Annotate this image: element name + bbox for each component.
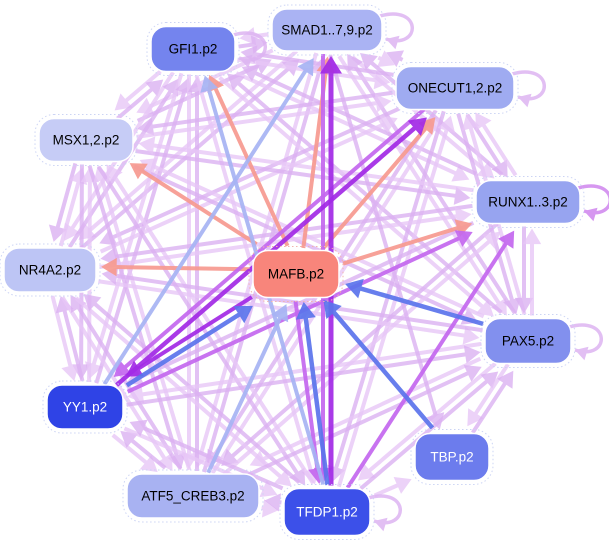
edge-nr4a2-atf5 [60, 296, 173, 472]
nodes-layer: SMAD1..7,9.p2GFI1.p2ONECUT1,2.p2MSX1,2.p… [0, 4, 585, 540]
node-GFI1.p2[interactable]: GFI1.p2 [146, 22, 240, 76]
node-RUNX1..3.p2[interactable]: RUNX1..3.p2 [471, 176, 585, 228]
node-box [271, 8, 383, 52]
node-MSX1,2.p2[interactable]: MSX1,2.p2 [34, 114, 138, 166]
node-ONECUT1,2.p2[interactable]: ONECUT1,2.p2 [391, 62, 519, 114]
node-PAX5.p2[interactable]: PAX5.p2 [480, 314, 576, 368]
node-outline [248, 246, 344, 302]
edge-gfi1-runx [235, 71, 470, 182]
edge-smad-tbp [328, 54, 445, 430]
self-loop-tfdp1 [367, 494, 402, 532]
node-outline [391, 62, 519, 114]
edge-yy1-mafb [125, 305, 253, 388]
edge-msx-nr4a2 [48, 162, 78, 242]
edge-pax5-gfi1 [227, 73, 503, 314]
edge-mafb-yy1 [125, 295, 253, 377]
edge-tfdp1-onecut [336, 115, 456, 488]
node-label: TFDP1.p2 [296, 505, 358, 520]
node-box [38, 117, 134, 163]
node-box [46, 384, 124, 430]
edge-yy1-pax5 [126, 345, 481, 407]
edge-mafb-tfdp1 [293, 300, 327, 485]
edge-atf5-runx [222, 231, 501, 476]
node-box [150, 25, 236, 73]
edge-pax5-atf5 [249, 356, 482, 468]
node-label: NR4A2.p2 [19, 263, 81, 278]
self-loop-onecut [511, 70, 546, 108]
edge-smad-onecut [376, 50, 395, 68]
edge-pax5-runx [522, 228, 542, 316]
node-TBP.p2[interactable]: TBP.p2 [410, 429, 494, 485]
node-YY1.p2[interactable]: YY1.p2 [42, 380, 128, 434]
node-outline [480, 314, 576, 368]
node-outline [34, 114, 138, 166]
edge-onecut-msx [137, 90, 393, 136]
edge-mafb-msx [129, 163, 258, 246]
node-label: RUNX1..3.p2 [488, 195, 568, 210]
node-ATF5_CREB3.p2[interactable]: ATF5_CREB3.p2 [122, 469, 264, 523]
self-loop-smad [379, 12, 414, 50]
edge-tbp-pax5 [471, 370, 514, 434]
self-loop-runx [577, 184, 609, 222]
node-box [126, 473, 260, 519]
edge-msx-tfdp1 [96, 165, 306, 486]
edge-onecut-smad [386, 50, 405, 68]
node-box [475, 179, 581, 225]
node-label: PAX5.p2 [502, 334, 554, 349]
edge-yy1-runx [126, 230, 473, 394]
edge-yy1-smad [102, 58, 314, 386]
edge-atf5-mafb [206, 304, 289, 474]
node-outline [267, 4, 387, 56]
edge-yy1-atf5 [111, 433, 158, 473]
node-label: ONECUT1,2.p2 [408, 81, 503, 96]
node-box [484, 317, 572, 365]
node-box [395, 65, 515, 111]
edge-pax5-mafb [345, 278, 484, 327]
node-label: SMAD1..7,9.p2 [281, 23, 373, 38]
node-NR4A2.p2[interactable]: NR4A2.p2 [0, 243, 101, 297]
edge-msx-onecut [136, 94, 392, 139]
edge-tfdp1-runx [345, 230, 515, 489]
edge-pax5-tbp [467, 363, 510, 427]
node-label: ATF5_CREB3.p2 [141, 489, 244, 504]
node-box [3, 247, 97, 293]
edge-runx-pax5 [514, 226, 534, 314]
node-box [283, 487, 371, 537]
node-label: GFI1.p2 [169, 42, 218, 57]
edge-tbp-mafb [323, 299, 435, 430]
edge-tfdp1-tbp [373, 477, 412, 498]
node-box [414, 432, 490, 482]
edge-runx-onecut [475, 112, 518, 177]
edge-tfdp1-mafb [295, 301, 330, 486]
node-label: TBP.p2 [430, 450, 473, 465]
node-box [252, 249, 340, 299]
edge-tfdp1-yy1 [129, 419, 284, 491]
node-MAFB.p2[interactable]: MAFB.p2 [248, 246, 344, 302]
node-label: MAFB.p2 [268, 267, 324, 282]
edge-msx-runx [135, 148, 471, 205]
node-SMAD1..7,9.p2[interactable]: SMAD1..7,9.p2 [267, 4, 387, 56]
node-label: MSX1,2.p2 [53, 133, 120, 148]
node-TFDP1.p2[interactable]: TFDP1.p2 [279, 484, 375, 540]
edge-gfi1-msx [114, 69, 162, 111]
edge-nr4a2-yy1 [50, 295, 80, 381]
self-loop-pax5 [568, 323, 603, 361]
edge-atf5-nr4a2 [70, 294, 183, 470]
edge-atf5-yy1 [120, 430, 167, 470]
edge-atf5-pax5 [247, 365, 482, 477]
node-outline [279, 484, 375, 540]
edge-pax5-msx [139, 158, 485, 319]
edge-mafb-nr4a2 [101, 257, 251, 277]
node-label: YY1.p2 [63, 400, 107, 415]
node-outline [471, 176, 585, 228]
self-loop-gfi1 [232, 31, 267, 69]
edge-atf5-tfdp1 [261, 499, 279, 518]
